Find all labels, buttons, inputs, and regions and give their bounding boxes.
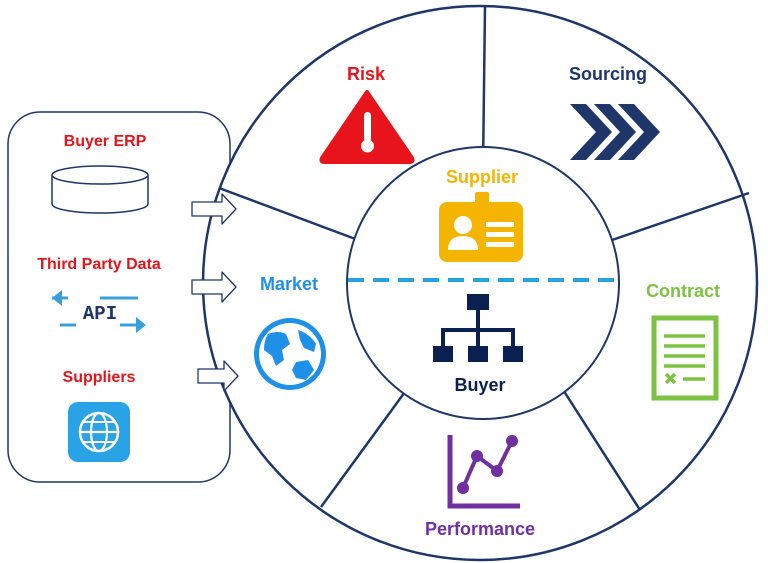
arrow-right-icon xyxy=(191,271,237,303)
api-text: API xyxy=(83,303,117,325)
left-item-label-buyer-erp: Buyer ERP xyxy=(64,133,147,150)
segment-label-risk: Risk xyxy=(347,64,386,84)
segment-label-sourcing: Sourcing xyxy=(569,64,647,84)
warning-thermometer-icon xyxy=(319,90,415,164)
segment-label-contract: Contract xyxy=(646,281,720,301)
flow-arrows xyxy=(191,193,239,392)
api-icon: API xyxy=(52,290,146,333)
globe-badge-icon xyxy=(68,402,130,462)
arrow-right-icon xyxy=(191,193,237,225)
segment-label-performance: Performance xyxy=(425,519,535,539)
left-item-label-suppliers: Suppliers xyxy=(63,369,136,386)
chevrons-icon xyxy=(570,104,660,160)
wheel-spokes xyxy=(218,5,750,511)
globe-icon xyxy=(254,318,326,390)
hub-label-buyer: Buyer xyxy=(454,375,505,395)
contract-document-icon xyxy=(651,315,719,401)
arrow-right-icon xyxy=(197,360,239,392)
org-chart-icon xyxy=(433,294,523,362)
left-item-label-third-party-data: Third Party Data xyxy=(37,256,161,273)
center-hub xyxy=(346,146,620,420)
database-icon xyxy=(51,165,149,214)
hub-label-supplier: Supplier xyxy=(446,167,518,187)
line-chart-icon xyxy=(447,435,520,509)
segment-label-market: Market xyxy=(260,274,318,294)
id-badge-icon xyxy=(439,192,523,262)
